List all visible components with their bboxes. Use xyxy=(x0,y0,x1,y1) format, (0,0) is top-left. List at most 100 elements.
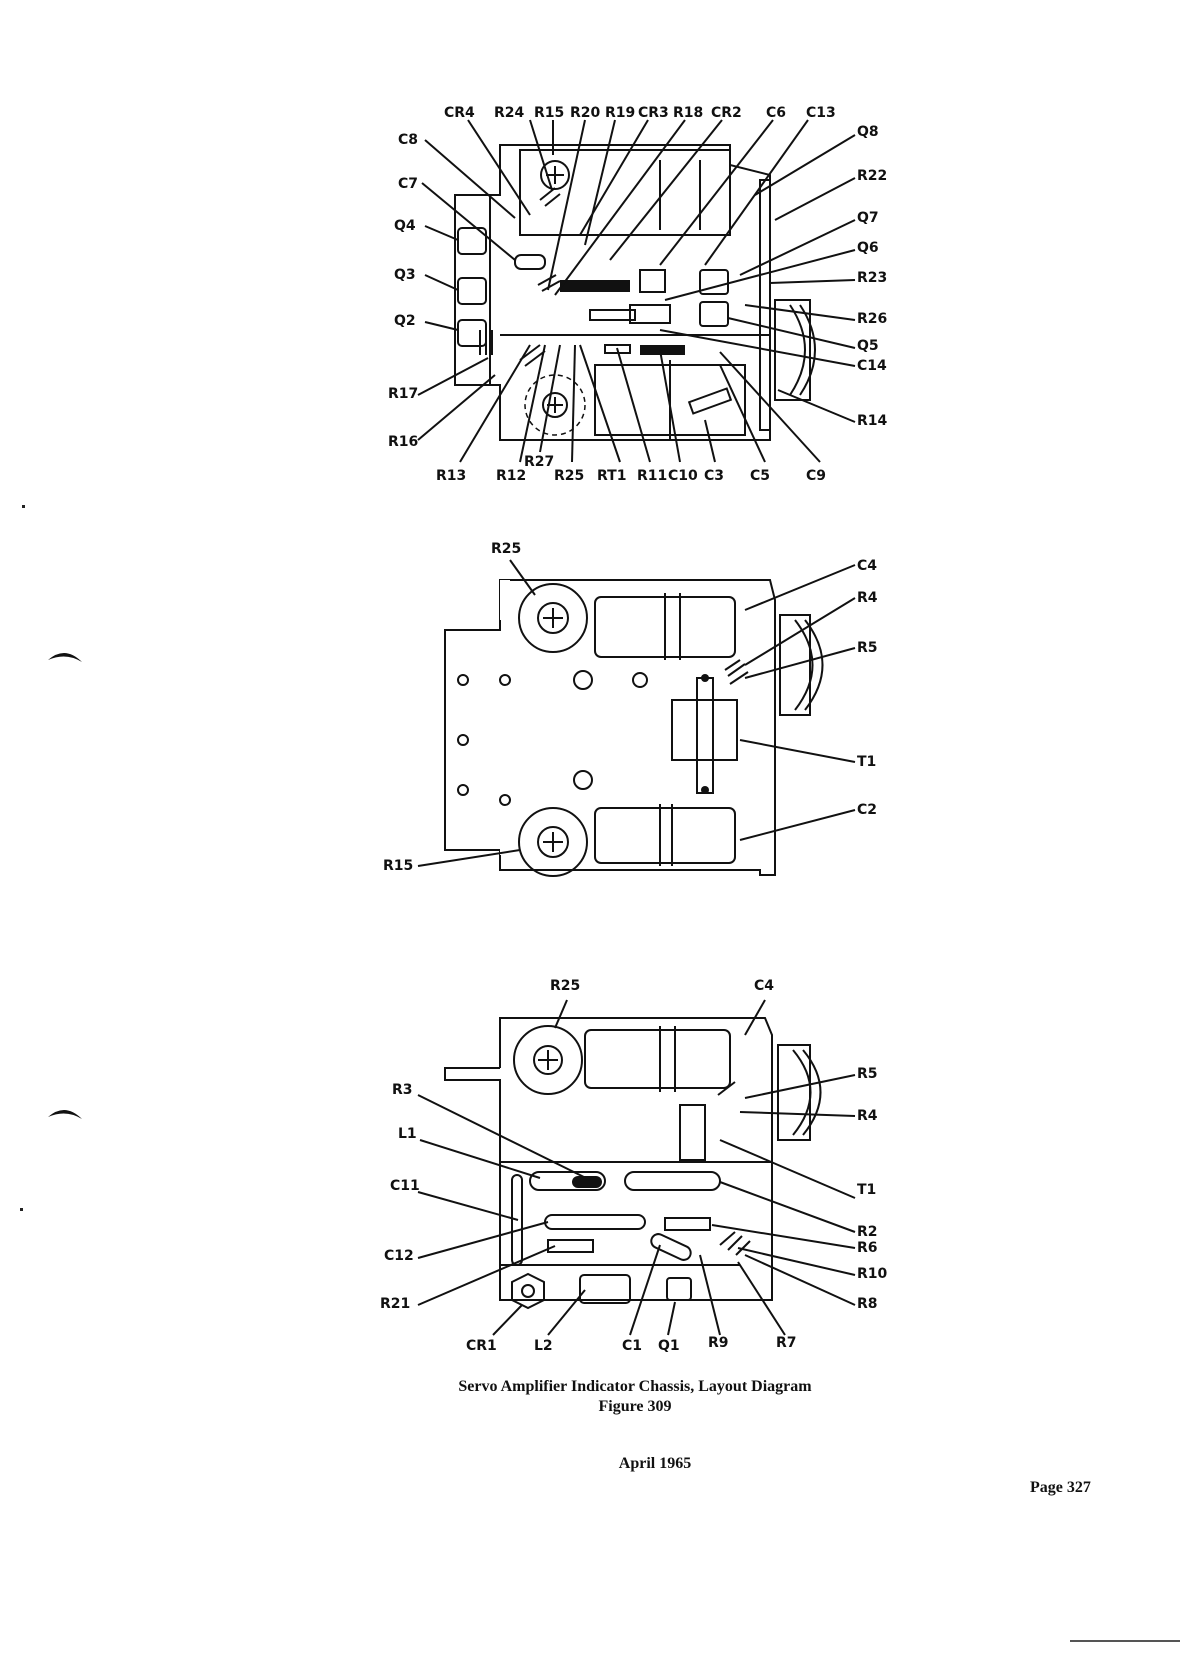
diagram-label: R14 xyxy=(857,413,888,429)
diagram-label: R25 xyxy=(491,541,521,557)
diagram-label: R15 xyxy=(534,105,564,121)
q2-socket xyxy=(457,319,487,347)
diagram-label: R4 xyxy=(857,1108,878,1124)
diagram-label: R11 xyxy=(637,468,667,484)
diagram-label: R15 xyxy=(383,858,413,874)
c1-capacitor xyxy=(650,1233,692,1261)
diagram-label: C9 xyxy=(806,468,826,484)
diagram-label: C13 xyxy=(806,105,836,121)
binder-hole-mark xyxy=(48,1109,82,1119)
diagram-label: R23 xyxy=(857,270,887,286)
r25-pot xyxy=(542,392,568,418)
r25-pot xyxy=(518,583,588,653)
diagram-label: R5 xyxy=(857,640,878,656)
c4-capacitor xyxy=(584,1029,731,1089)
diagram-label: R18 xyxy=(673,105,703,121)
r15-pot xyxy=(518,807,588,877)
diagram-label: R3 xyxy=(392,1082,413,1098)
diagram-label: Q7 xyxy=(857,210,879,226)
diagram-label: C4 xyxy=(754,978,774,994)
diagram-label: C11 xyxy=(390,1178,420,1194)
diagram-label: C4 xyxy=(857,558,877,574)
q3-socket xyxy=(457,277,487,305)
upper-capacitor xyxy=(519,149,731,236)
diagram-label: C2 xyxy=(857,802,877,818)
diagram-label: R16 xyxy=(388,434,418,450)
c12-capacitor xyxy=(544,1214,646,1230)
page-number: Page 327 xyxy=(1030,1479,1091,1496)
diagram-label: Q3 xyxy=(394,267,416,283)
diagram-label: CR3 xyxy=(638,105,669,121)
figure-caption: Servo Amplifier Indicator Chassis, Layou… xyxy=(458,1378,812,1395)
diagram-label: T1 xyxy=(857,754,876,770)
scan-speck xyxy=(20,1208,23,1211)
diagram-label: Q5 xyxy=(857,338,879,354)
diagram-label: L1 xyxy=(398,1126,417,1142)
q6-socket xyxy=(699,269,729,295)
diagram-label: R5 xyxy=(857,1066,878,1082)
view-bottom-chassis xyxy=(444,1017,822,1310)
diagram-label: R25 xyxy=(550,978,580,994)
diagram-label: L2 xyxy=(534,1338,553,1354)
diagram-label: R2 xyxy=(857,1224,878,1240)
diagram-label: C10 xyxy=(668,468,698,484)
figure-number: Figure 309 xyxy=(598,1398,672,1415)
r2-resistor xyxy=(624,1171,721,1191)
c2-capacitor xyxy=(594,807,736,864)
diagram-label: R7 xyxy=(776,1335,797,1351)
diagram-label: R8 xyxy=(857,1296,878,1312)
diagram-label: R17 xyxy=(388,386,418,402)
diagram-label: R24 xyxy=(494,105,525,121)
diagram-label: Q2 xyxy=(394,313,416,329)
l2-coil xyxy=(579,1274,631,1304)
diagram-label: C6 xyxy=(766,105,786,121)
q1-socket xyxy=(666,1277,692,1301)
diagram-label: R26 xyxy=(857,311,887,327)
diagram-label: R12 xyxy=(496,468,526,484)
diagram-label: R10 xyxy=(857,1266,888,1282)
diagram-label: C5 xyxy=(750,468,770,484)
binder-hole-mark xyxy=(48,652,82,662)
diagram-label: CR4 xyxy=(444,105,475,121)
diagram-label: Q4 xyxy=(394,218,416,234)
diagram-label: Q1 xyxy=(658,1338,680,1354)
diagram-label: C8 xyxy=(398,132,418,148)
diagram-label: Q6 xyxy=(857,240,879,256)
diagram-label: R13 xyxy=(436,468,466,484)
view-middle-chassis xyxy=(444,579,824,877)
t1-transformer xyxy=(671,699,738,761)
diagram-label: C14 xyxy=(857,358,887,374)
scan-speck xyxy=(22,505,25,508)
view-bottom-labels: R25 C4 R5 R3 R4 L1 T1 C11 R2 R6 C12 R10 … xyxy=(380,978,888,1354)
diagram-label: R25 xyxy=(554,468,584,484)
view-top-labels: CR4 R24 R15 R20 R19 CR3 R18 CR2 C6 C13 Q… xyxy=(388,105,888,484)
diagram-label: C7 xyxy=(398,176,418,192)
view-middle-labels: R25 C4 R4 R5 T1 C2 R15 xyxy=(383,541,878,874)
scan-speck xyxy=(1070,1640,1180,1642)
diagram-label: C3 xyxy=(704,468,724,484)
diagram-label: R22 xyxy=(857,168,887,184)
r25-pot xyxy=(513,1025,583,1095)
diagram-label: R6 xyxy=(857,1240,878,1256)
q4-socket xyxy=(457,227,487,255)
view-bottom-leaders xyxy=(417,999,856,1336)
diagram-label: C12 xyxy=(384,1248,414,1264)
diagram-label: RT1 xyxy=(597,468,626,484)
page-date: April 1965 xyxy=(618,1455,692,1472)
view-top-chassis xyxy=(454,144,816,441)
diagram-label: R21 xyxy=(380,1296,410,1312)
diagram-label: R19 xyxy=(605,105,635,121)
cr1-diode xyxy=(511,1272,545,1310)
diagram-label: CR1 xyxy=(466,1338,497,1354)
diagram-label: CR2 xyxy=(711,105,742,121)
view-top-leaders xyxy=(417,119,856,463)
diagram-label: R9 xyxy=(708,1335,729,1351)
q5-socket xyxy=(699,301,729,327)
diagram-label: R27 xyxy=(524,454,554,470)
diagram-label: Q8 xyxy=(857,124,879,140)
view-middle-leaders xyxy=(417,559,856,867)
diagram-label: C1 xyxy=(622,1338,642,1354)
t1-transformer xyxy=(679,1104,706,1161)
